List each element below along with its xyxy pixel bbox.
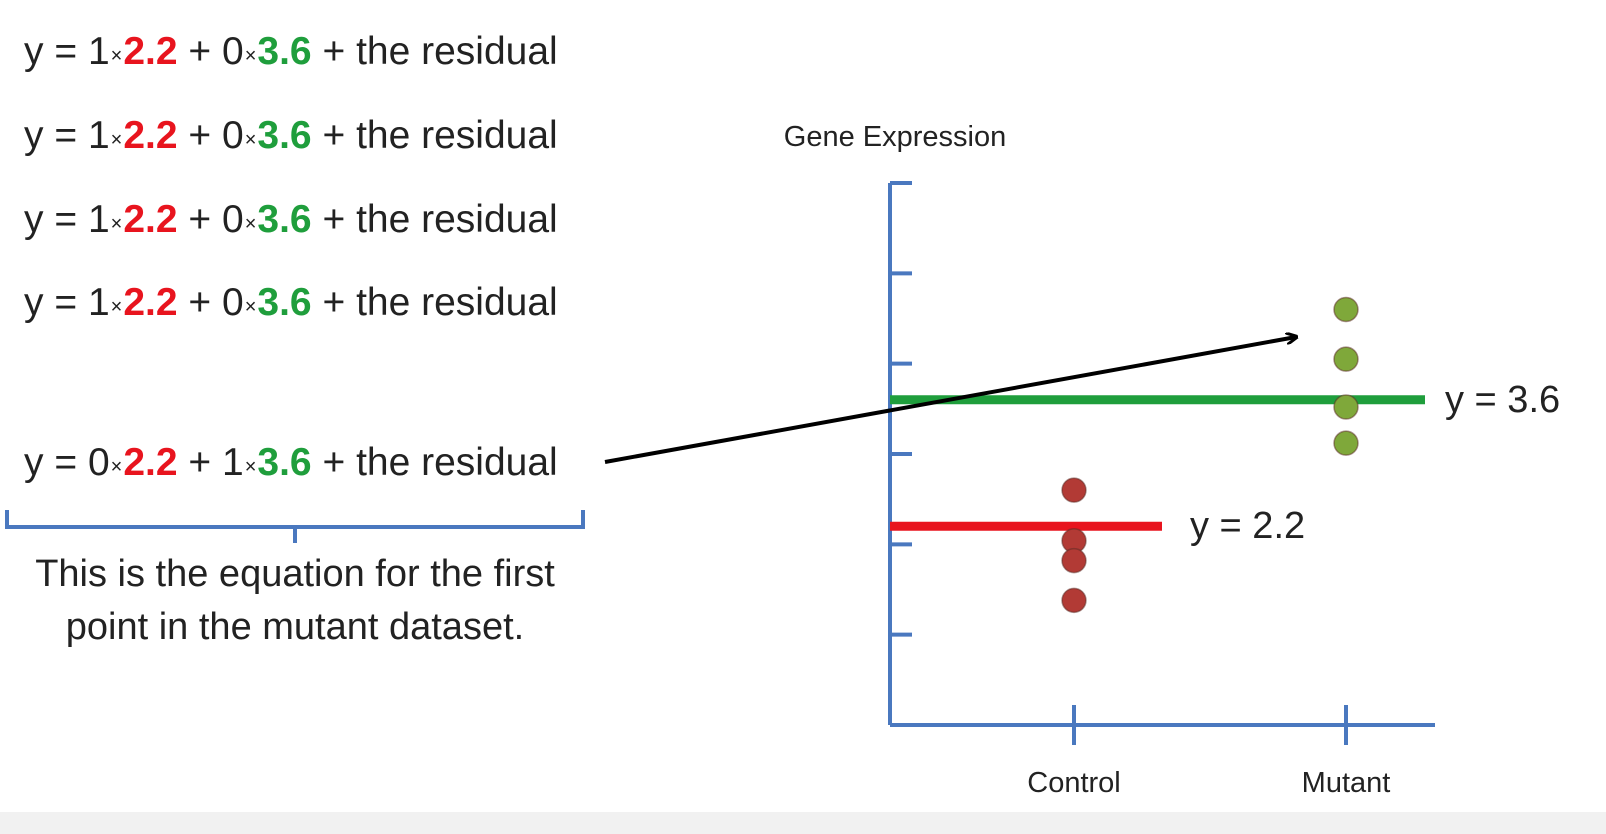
data-point-mutant bbox=[1333, 296, 1359, 323]
equation-row-3: y = 1×2.2 + 0×3.6 + the residual bbox=[24, 198, 558, 241]
y-axis-label: Gene Expression bbox=[784, 121, 1006, 153]
x-tick-label-mutant: Mutant bbox=[1302, 767, 1391, 799]
equation-row-2: y = 1×2.2 + 0×3.6 + the residual bbox=[24, 114, 558, 157]
data-point-mutant bbox=[1333, 394, 1359, 420]
equation-row-4: y = 1×2.2 + 0×3.6 + the residual bbox=[24, 281, 558, 324]
caption-bracket bbox=[5, 510, 585, 543]
data-point-control bbox=[1061, 477, 1087, 503]
caption-text: This is the equation for the first point… bbox=[35, 553, 555, 648]
data-point-control bbox=[1061, 547, 1087, 574]
mean-label-mutant: y = 3.6 bbox=[1445, 379, 1560, 421]
equation-row-1: y = 1×2.2 + 0×3.6 + the residual bbox=[24, 30, 558, 73]
bottom-strip bbox=[0, 812, 1606, 834]
mean-label-control: y = 2.2 bbox=[1190, 505, 1305, 547]
data-point-mutant bbox=[1333, 430, 1359, 456]
x-tick-label-control: Control bbox=[1027, 767, 1121, 799]
annotation-arrow bbox=[604, 337, 1296, 464]
data-point-control bbox=[1061, 587, 1087, 614]
equation-row-mutant: y = 0×2.2 + 1×3.6 + the residual bbox=[24, 441, 558, 484]
data-point-mutant bbox=[1333, 346, 1359, 372]
